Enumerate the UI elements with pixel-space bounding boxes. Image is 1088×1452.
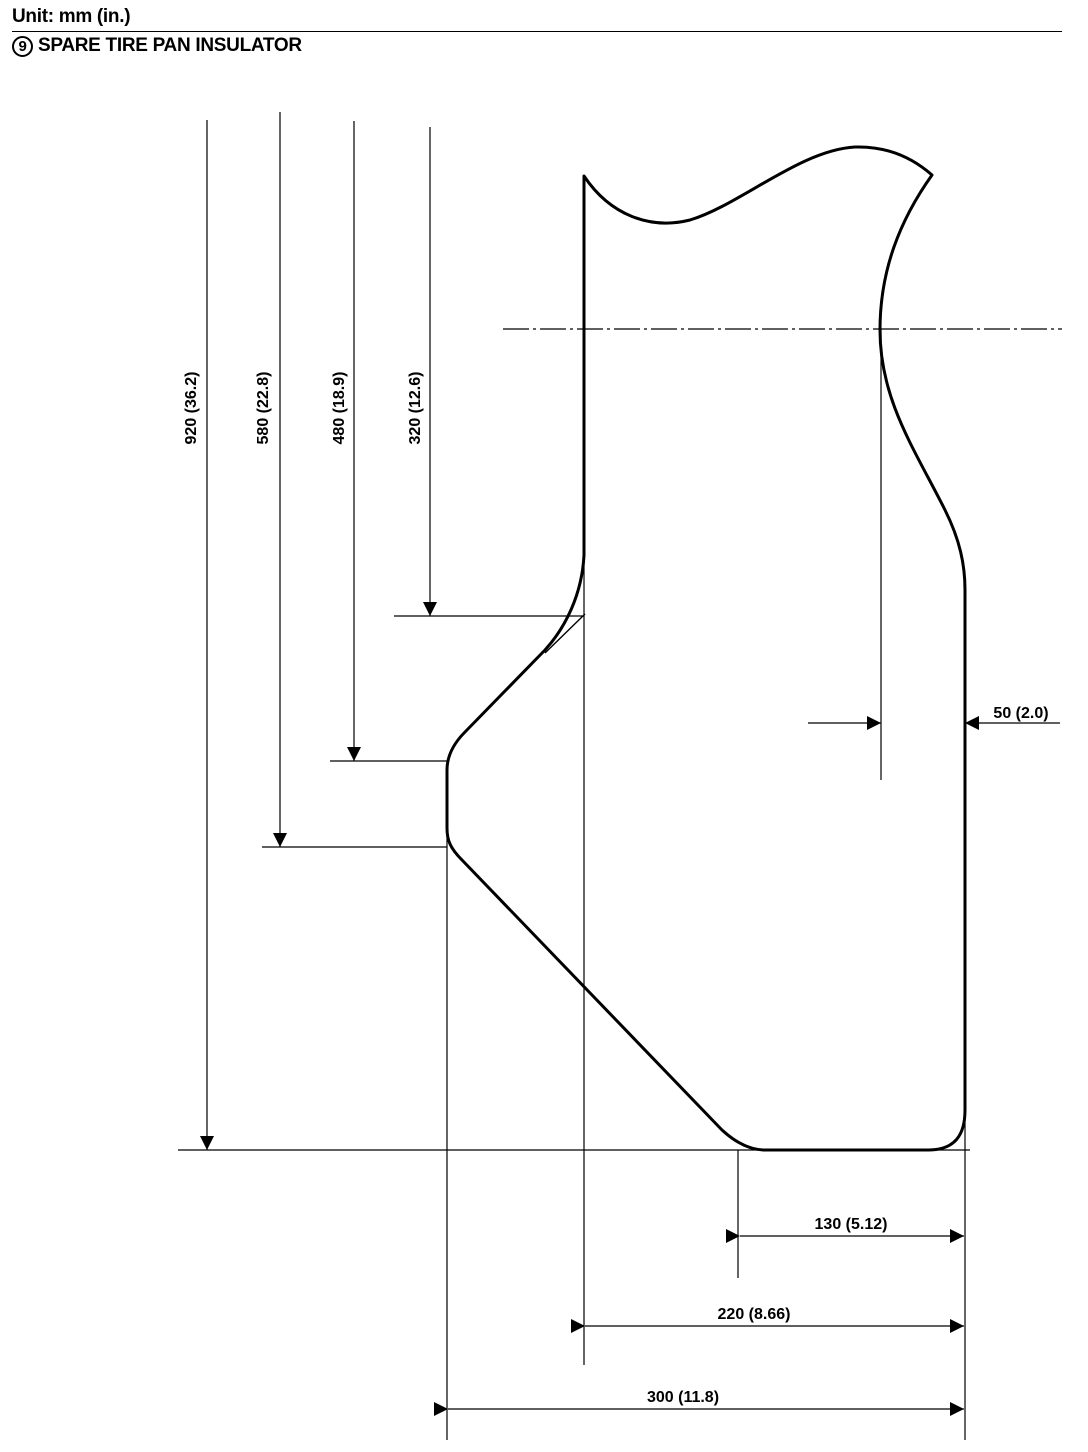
header-rule (12, 31, 1062, 32)
fillet-detail-line (544, 613, 586, 654)
dim-label-920: 920 (36.2) (183, 372, 200, 445)
title-row: 9 SPARE TIRE PAN INSULATOR (12, 35, 1062, 57)
dim-label-220: 220 (8.66) (718, 1306, 791, 1323)
dim-label-320: 320 (12.6) (407, 372, 424, 445)
circled-index-badge: 9 (12, 35, 33, 57)
dim-label-300: 300 (11.8) (647, 1389, 719, 1406)
dim-label-50: 50 (2.0) (993, 705, 1048, 722)
drawing-header: Unit: mm (in.) 9 SPARE TIRE PAN INSULATO… (12, 6, 1062, 57)
unit-label: Unit: mm (in.) (12, 6, 131, 27)
drawing-title: SPARE TIRE PAN INSULATOR (38, 35, 302, 56)
part-outline (445, 145, 967, 1152)
dim-label-580: 580 (22.8) (255, 372, 272, 445)
dim-label-130: 130 (5.12) (815, 1216, 888, 1233)
dim-label-480: 480 (18.9) (331, 372, 348, 445)
